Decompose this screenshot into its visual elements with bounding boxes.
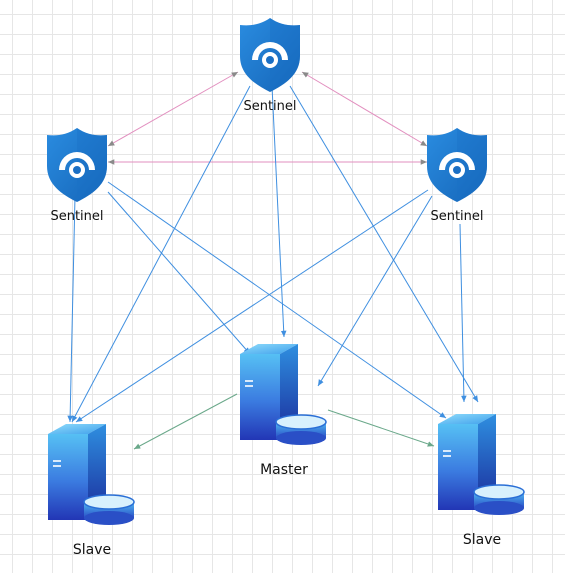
server-database-icon — [438, 414, 525, 515]
server-database-icon — [240, 344, 327, 445]
sentinel-left-node[interactable]: Sentinel — [47, 128, 107, 224]
edge-sentinel-left-to-slave-left — [67, 195, 76, 423]
server-database-icon — [48, 424, 135, 525]
master-label: Master — [260, 462, 308, 478]
sentinel-top-label: Sentinel — [243, 99, 296, 114]
sentinel-left-label: Sentinel — [50, 209, 103, 224]
slave-right-node[interactable]: Slave — [438, 414, 525, 548]
shield-eye-icon — [47, 128, 107, 202]
sentinel-right-label: Sentinel — [430, 209, 483, 224]
edges-layer — [67, 71, 479, 450]
edge-sentinel-top-to-slave-right — [289, 85, 479, 403]
slave-left-node[interactable]: Slave — [48, 424, 135, 558]
edge-sentinel-right-to-slave-left — [75, 189, 429, 423]
shield-eye-icon — [427, 128, 487, 202]
master-node[interactable]: Master — [240, 344, 327, 478]
edge-master-to-slave-right — [327, 409, 435, 447]
sentinel-right-node[interactable]: Sentinel — [427, 128, 487, 224]
shield-eye-icon — [240, 18, 300, 92]
edge-sentinel-left-to-master — [107, 191, 251, 355]
edge-sentinel-top-to-sentinel-left — [107, 71, 239, 147]
edge-sentinel-top-to-master — [271, 85, 287, 338]
edge-sentinel-right-to-slave-right — [459, 223, 467, 403]
slave-right-label: Slave — [463, 532, 501, 548]
sentinel-top-node[interactable]: Sentinel — [240, 18, 300, 114]
edge-sentinel-top-to-sentinel-right — [301, 71, 428, 147]
edge-sentinel-left-to-slave-right — [107, 181, 447, 419]
edge-sentinel-top-to-slave-left — [71, 85, 251, 423]
edge-sentinel-right-to-master — [317, 195, 433, 387]
edge-master-to-slave-left — [133, 393, 238, 450]
slave-left-label: Slave — [73, 542, 111, 558]
